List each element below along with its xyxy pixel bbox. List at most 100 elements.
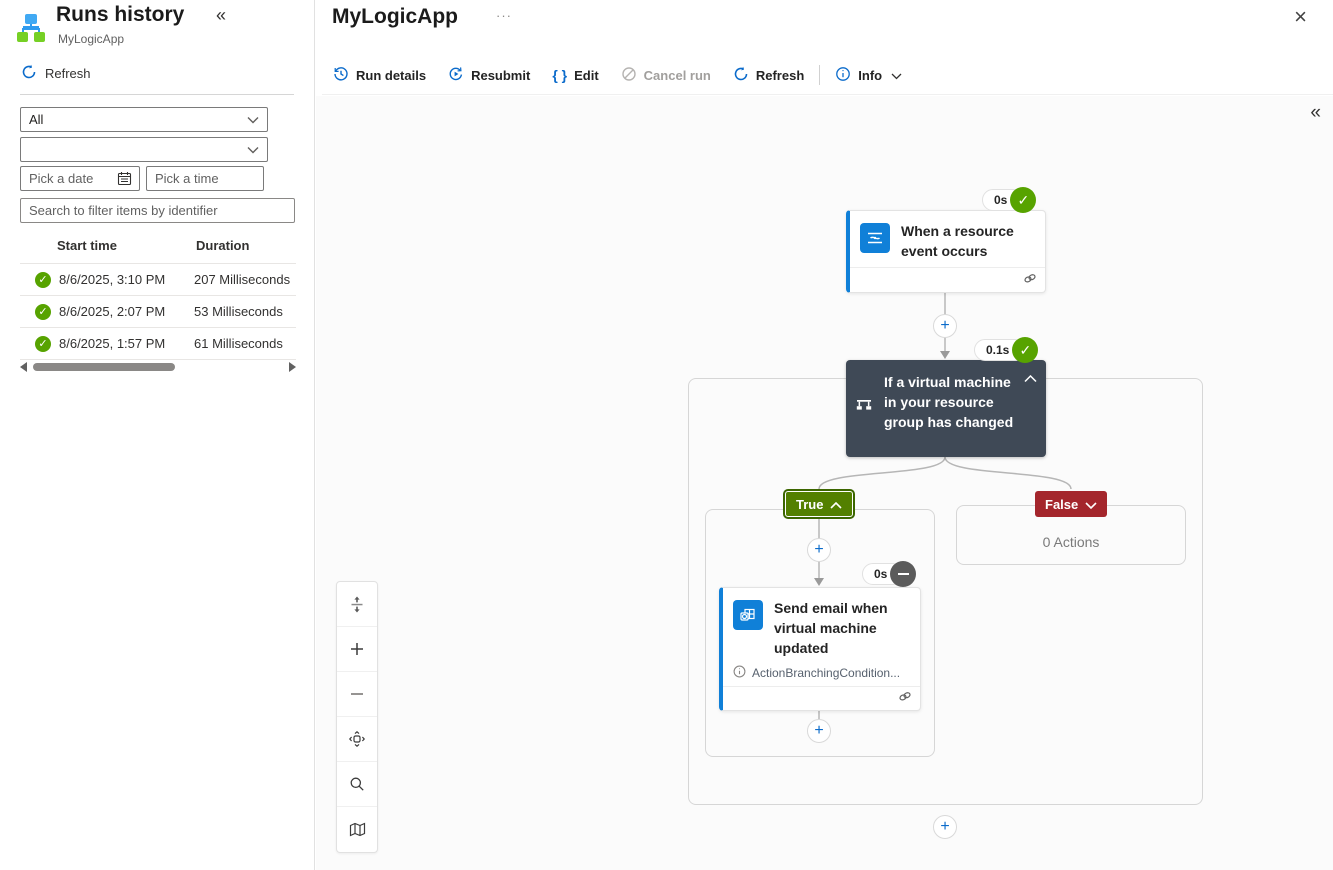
refresh-icon (21, 64, 37, 83)
search-icon (350, 777, 364, 791)
run-start-time: 8/6/2025, 3:10 PM (59, 272, 166, 287)
panel-title: Runs history (56, 3, 185, 26)
chevron-up-icon (830, 497, 843, 512)
table-row[interactable]: ✓ 8/6/2025, 1:57 PM 61 Milliseconds (20, 328, 296, 360)
scrollbar-thumb[interactable] (33, 363, 175, 371)
horizontal-scrollbar[interactable] (20, 361, 296, 373)
insert-step-button[interactable]: + (933, 314, 957, 338)
run-start-time: 8/6/2025, 2:07 PM (59, 304, 166, 319)
insert-action-button[interactable]: + (807, 538, 831, 562)
run-duration: 61 Milliseconds (194, 336, 283, 351)
column-duration[interactable]: Duration (196, 238, 250, 253)
runs-refresh-button[interactable]: Refresh (21, 64, 91, 83)
time-picker-input[interactable] (146, 166, 264, 191)
status-filter-value: All (29, 112, 44, 127)
action-title: Send email when virtual machine updated (774, 600, 888, 656)
canvas-collapse-icon[interactable]: « (1310, 102, 1321, 123)
pan-button[interactable] (337, 717, 377, 762)
scrollbar-track[interactable] (33, 363, 283, 371)
trigger-node[interactable]: When a resource event occurs (846, 210, 1046, 293)
true-branch-badge[interactable]: True (785, 491, 854, 517)
action-status-badge: 0s (862, 561, 917, 587)
run-view-pane: MyLogicApp ··· × Run details Resubmit { … (316, 0, 1333, 870)
condition-node[interactable]: If a virtual machine in your resource gr… (846, 360, 1046, 457)
table-row[interactable]: ✓ 8/6/2025, 2:07 PM 53 Milliseconds (20, 296, 296, 328)
success-status-icon: ✓ (1012, 337, 1039, 363)
fit-view-button[interactable] (337, 582, 377, 627)
insert-action-button[interactable]: + (807, 719, 831, 743)
table-row[interactable]: ✓ 8/6/2025, 3:10 PM 207 Milliseconds (20, 264, 296, 296)
chevron-down-icon (891, 68, 902, 83)
info-button[interactable]: Info (824, 56, 913, 94)
plus-icon: + (814, 722, 824, 739)
map-icon (349, 822, 365, 837)
false-branch-badge[interactable]: False (1035, 491, 1108, 517)
resource-event-trigger-icon (860, 223, 890, 253)
refresh-label: Refresh (45, 66, 91, 81)
refresh-label: Refresh (755, 67, 805, 83)
scroll-right-icon[interactable] (289, 362, 296, 372)
edit-braces-icon: { } (552, 67, 568, 83)
runs-table: ✓ 8/6/2025, 3:10 PM 207 Milliseconds ✓ 8… (20, 263, 296, 360)
zoom-in-button[interactable] (337, 627, 377, 672)
plus-icon (351, 643, 363, 655)
page-title: MyLogicApp (332, 5, 458, 28)
zoom-out-button[interactable] (337, 672, 377, 717)
minimap-button[interactable] (337, 807, 377, 852)
calendar-icon[interactable] (117, 171, 132, 191)
column-start-time[interactable]: Start time (57, 238, 117, 253)
plus-icon: + (940, 317, 950, 334)
condition-status-badge: 0.1s ✓ (974, 337, 1039, 363)
success-status-icon: ✓ (35, 335, 51, 352)
resubmit-icon (448, 66, 464, 85)
run-details-label: Run details (356, 67, 427, 83)
run-duration: 53 Milliseconds (194, 304, 283, 319)
workflow-connectors (814, 293, 1072, 719)
skipped-status-icon (890, 561, 917, 587)
close-icon[interactable]: × (1294, 4, 1307, 29)
true-label: True (796, 496, 824, 512)
pan-icon (348, 730, 366, 748)
divider (20, 94, 294, 95)
workflow-canvas[interactable]: « 0 Actions (316, 96, 1333, 870)
refresh-icon (733, 66, 749, 85)
false-label: False (1045, 496, 1079, 512)
runs-history-panel: Runs history MyLogicApp « Refresh All (0, 0, 315, 870)
plus-icon: + (940, 818, 950, 835)
refresh-button[interactable]: Refresh (722, 56, 815, 94)
runs-search-input[interactable] (20, 198, 295, 223)
minus-icon (351, 693, 363, 695)
connection-icon (1023, 271, 1037, 290)
fit-height-icon (351, 596, 363, 612)
resubmit-button[interactable]: Resubmit (437, 56, 541, 94)
info-icon (835, 66, 851, 85)
cancel-icon (621, 66, 637, 85)
run-start-time: 8/6/2025, 1:57 PM (59, 336, 166, 351)
date-picker-input[interactable] (20, 166, 140, 191)
type-filter-dropdown[interactable] (20, 137, 268, 162)
outlook-icon (733, 600, 763, 630)
send-email-action-node[interactable]: Send email when virtual machine updated … (719, 587, 921, 711)
false-branch-empty-text: 0 Actions (1042, 534, 1100, 550)
chevron-up-icon[interactable] (1024, 370, 1037, 388)
command-bar: Run details Resubmit { } Edit Cancel run (322, 56, 1333, 95)
connection-icon (898, 689, 912, 708)
info-label: Info (858, 67, 883, 83)
chevron-down-icon (247, 142, 259, 157)
run-details-button[interactable]: Run details (322, 56, 437, 94)
cancel-run-button: Cancel run (610, 56, 722, 94)
trigger-status-badge: 0s ✓ (982, 187, 1037, 213)
more-options-icon[interactable]: ··· (496, 8, 512, 23)
search-button[interactable] (337, 762, 377, 807)
cancel-run-label: Cancel run (643, 67, 711, 83)
condition-title: If a virtual machine in your resource gr… (884, 374, 1014, 430)
success-status-icon: ✓ (35, 303, 51, 320)
scroll-left-icon[interactable] (20, 362, 27, 372)
insert-step-button[interactable]: + (933, 815, 957, 839)
edit-button[interactable]: { } Edit (541, 56, 609, 94)
condition-icon (856, 398, 874, 432)
logic-app-icon (13, 10, 49, 51)
success-status-icon: ✓ (35, 271, 51, 288)
panel-collapse-icon[interactable]: « (216, 5, 227, 25)
status-filter-dropdown[interactable]: All (20, 107, 268, 132)
